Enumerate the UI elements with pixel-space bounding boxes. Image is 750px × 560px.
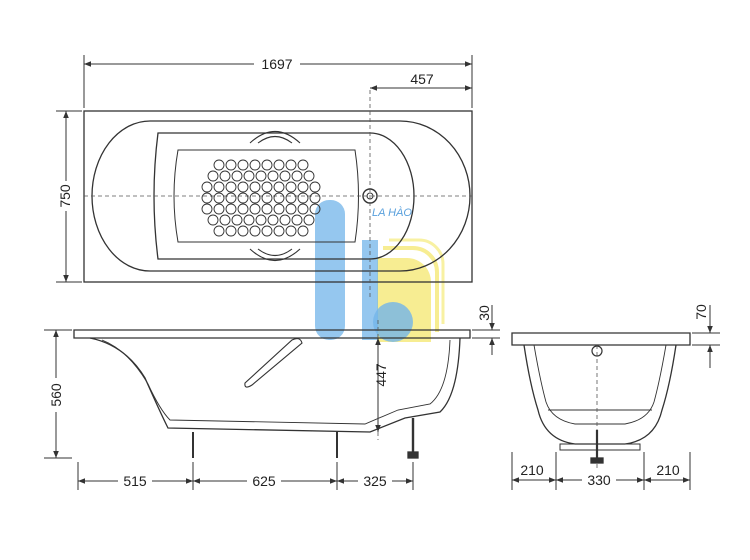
anti-slip-dot	[261, 159, 273, 171]
anti-slip-dot	[309, 192, 321, 204]
anti-slip-dot	[255, 214, 267, 226]
anti-slip-dot	[273, 203, 285, 215]
anti-slip-dot	[255, 170, 267, 182]
anti-slip-dot	[237, 181, 249, 193]
anti-slip-dot	[213, 181, 225, 193]
anti-slip-dot	[261, 181, 273, 193]
dim-top-width: 750	[57, 184, 73, 208]
anti-slip-dot	[249, 159, 261, 171]
anti-slip-dot	[249, 192, 261, 204]
anti-slip-dot	[291, 214, 303, 226]
anti-slip-dot	[297, 225, 309, 237]
anti-slip-dot	[213, 225, 225, 237]
anti-slip-dot	[225, 181, 237, 193]
top-handle-lower	[249, 248, 301, 262]
anti-slip-dot	[249, 203, 261, 215]
anti-slip-dot	[285, 203, 297, 215]
anti-slip-dot	[285, 181, 297, 193]
anti-slip-dot	[273, 192, 285, 204]
anti-slip-dot	[237, 192, 249, 204]
anti-slip-dot	[249, 225, 261, 237]
side-backrest-handle	[244, 337, 303, 388]
anti-slip-dot	[201, 203, 213, 215]
anti-slip-dot	[225, 192, 237, 204]
dim-end-rim-thickness: 70	[693, 304, 709, 320]
watermark-text: LA HÀO	[372, 206, 412, 219]
anti-slip-dot	[213, 203, 225, 215]
top-lounge-outline	[153, 132, 415, 260]
anti-slip-dot	[297, 181, 309, 193]
dim-end-seg-right: 210	[656, 462, 680, 478]
dim-side-seg-middle: 625	[252, 473, 276, 489]
anti-slip-dot	[279, 214, 291, 226]
anti-slip-dot	[225, 159, 237, 171]
anti-slip-dot	[207, 214, 219, 226]
anti-slip-dot	[279, 170, 291, 182]
anti-slip-dot	[231, 214, 243, 226]
side-body	[89, 337, 461, 433]
anti-slip-dot	[261, 203, 273, 215]
anti-slip-dot	[309, 181, 321, 193]
top-view	[83, 90, 473, 300]
anti-slip-dot	[297, 192, 309, 204]
top-handle-upper	[249, 130, 301, 144]
dim-end-seg-left: 210	[520, 462, 544, 478]
anti-slip-dot	[237, 159, 249, 171]
anti-slip-dot	[261, 192, 273, 204]
top-outer-rim	[83, 110, 473, 283]
anti-slip-dot	[213, 159, 225, 171]
anti-slip-dot	[243, 214, 255, 226]
anti-slip-dot	[225, 225, 237, 237]
anti-slip-dot	[267, 170, 279, 182]
end-rim	[511, 332, 691, 346]
anti-slip-dot	[273, 159, 285, 171]
anti-slip-dot	[237, 203, 249, 215]
dim-top-length: 1697	[261, 56, 292, 72]
anti-slip-dot	[219, 214, 231, 226]
top-inner-basin	[91, 120, 471, 272]
top-floor-outline	[173, 149, 359, 243]
side-rim	[73, 329, 471, 339]
dim-top-drain-offset: 457	[410, 71, 434, 87]
anti-slip-dot	[225, 203, 237, 215]
anti-slip-dot	[201, 181, 213, 193]
anti-slip-dots	[201, 159, 321, 237]
anti-slip-dot	[285, 192, 297, 204]
dim-side-seg-right: 325	[363, 473, 387, 489]
end-body	[523, 344, 677, 445]
anti-slip-dot	[273, 225, 285, 237]
anti-slip-dot	[267, 214, 279, 226]
anti-slip-dot	[303, 214, 315, 226]
anti-slip-dot	[297, 159, 309, 171]
anti-slip-dot	[297, 203, 309, 215]
anti-slip-dot	[273, 181, 285, 193]
anti-slip-dot	[243, 170, 255, 182]
anti-slip-dot	[207, 170, 219, 182]
anti-slip-dot	[291, 170, 303, 182]
anti-slip-dot	[201, 192, 213, 204]
anti-slip-dot	[303, 170, 315, 182]
dim-side-seg-left: 515	[123, 473, 147, 489]
anti-slip-dot	[309, 203, 321, 215]
dim-side-inner-depth: 447	[373, 363, 389, 387]
anti-slip-dot	[249, 181, 261, 193]
anti-slip-dot	[261, 225, 273, 237]
anti-slip-dot	[285, 159, 297, 171]
end-view	[511, 332, 691, 470]
anti-slip-dot	[285, 225, 297, 237]
anti-slip-dot	[219, 170, 231, 182]
anti-slip-dot	[213, 192, 225, 204]
anti-slip-dot	[231, 170, 243, 182]
dim-side-height: 560	[48, 383, 64, 407]
dim-side-rim-thickness: 30	[476, 305, 492, 321]
dim-end-seg-middle: 330	[587, 472, 611, 488]
anti-slip-dot	[237, 225, 249, 237]
